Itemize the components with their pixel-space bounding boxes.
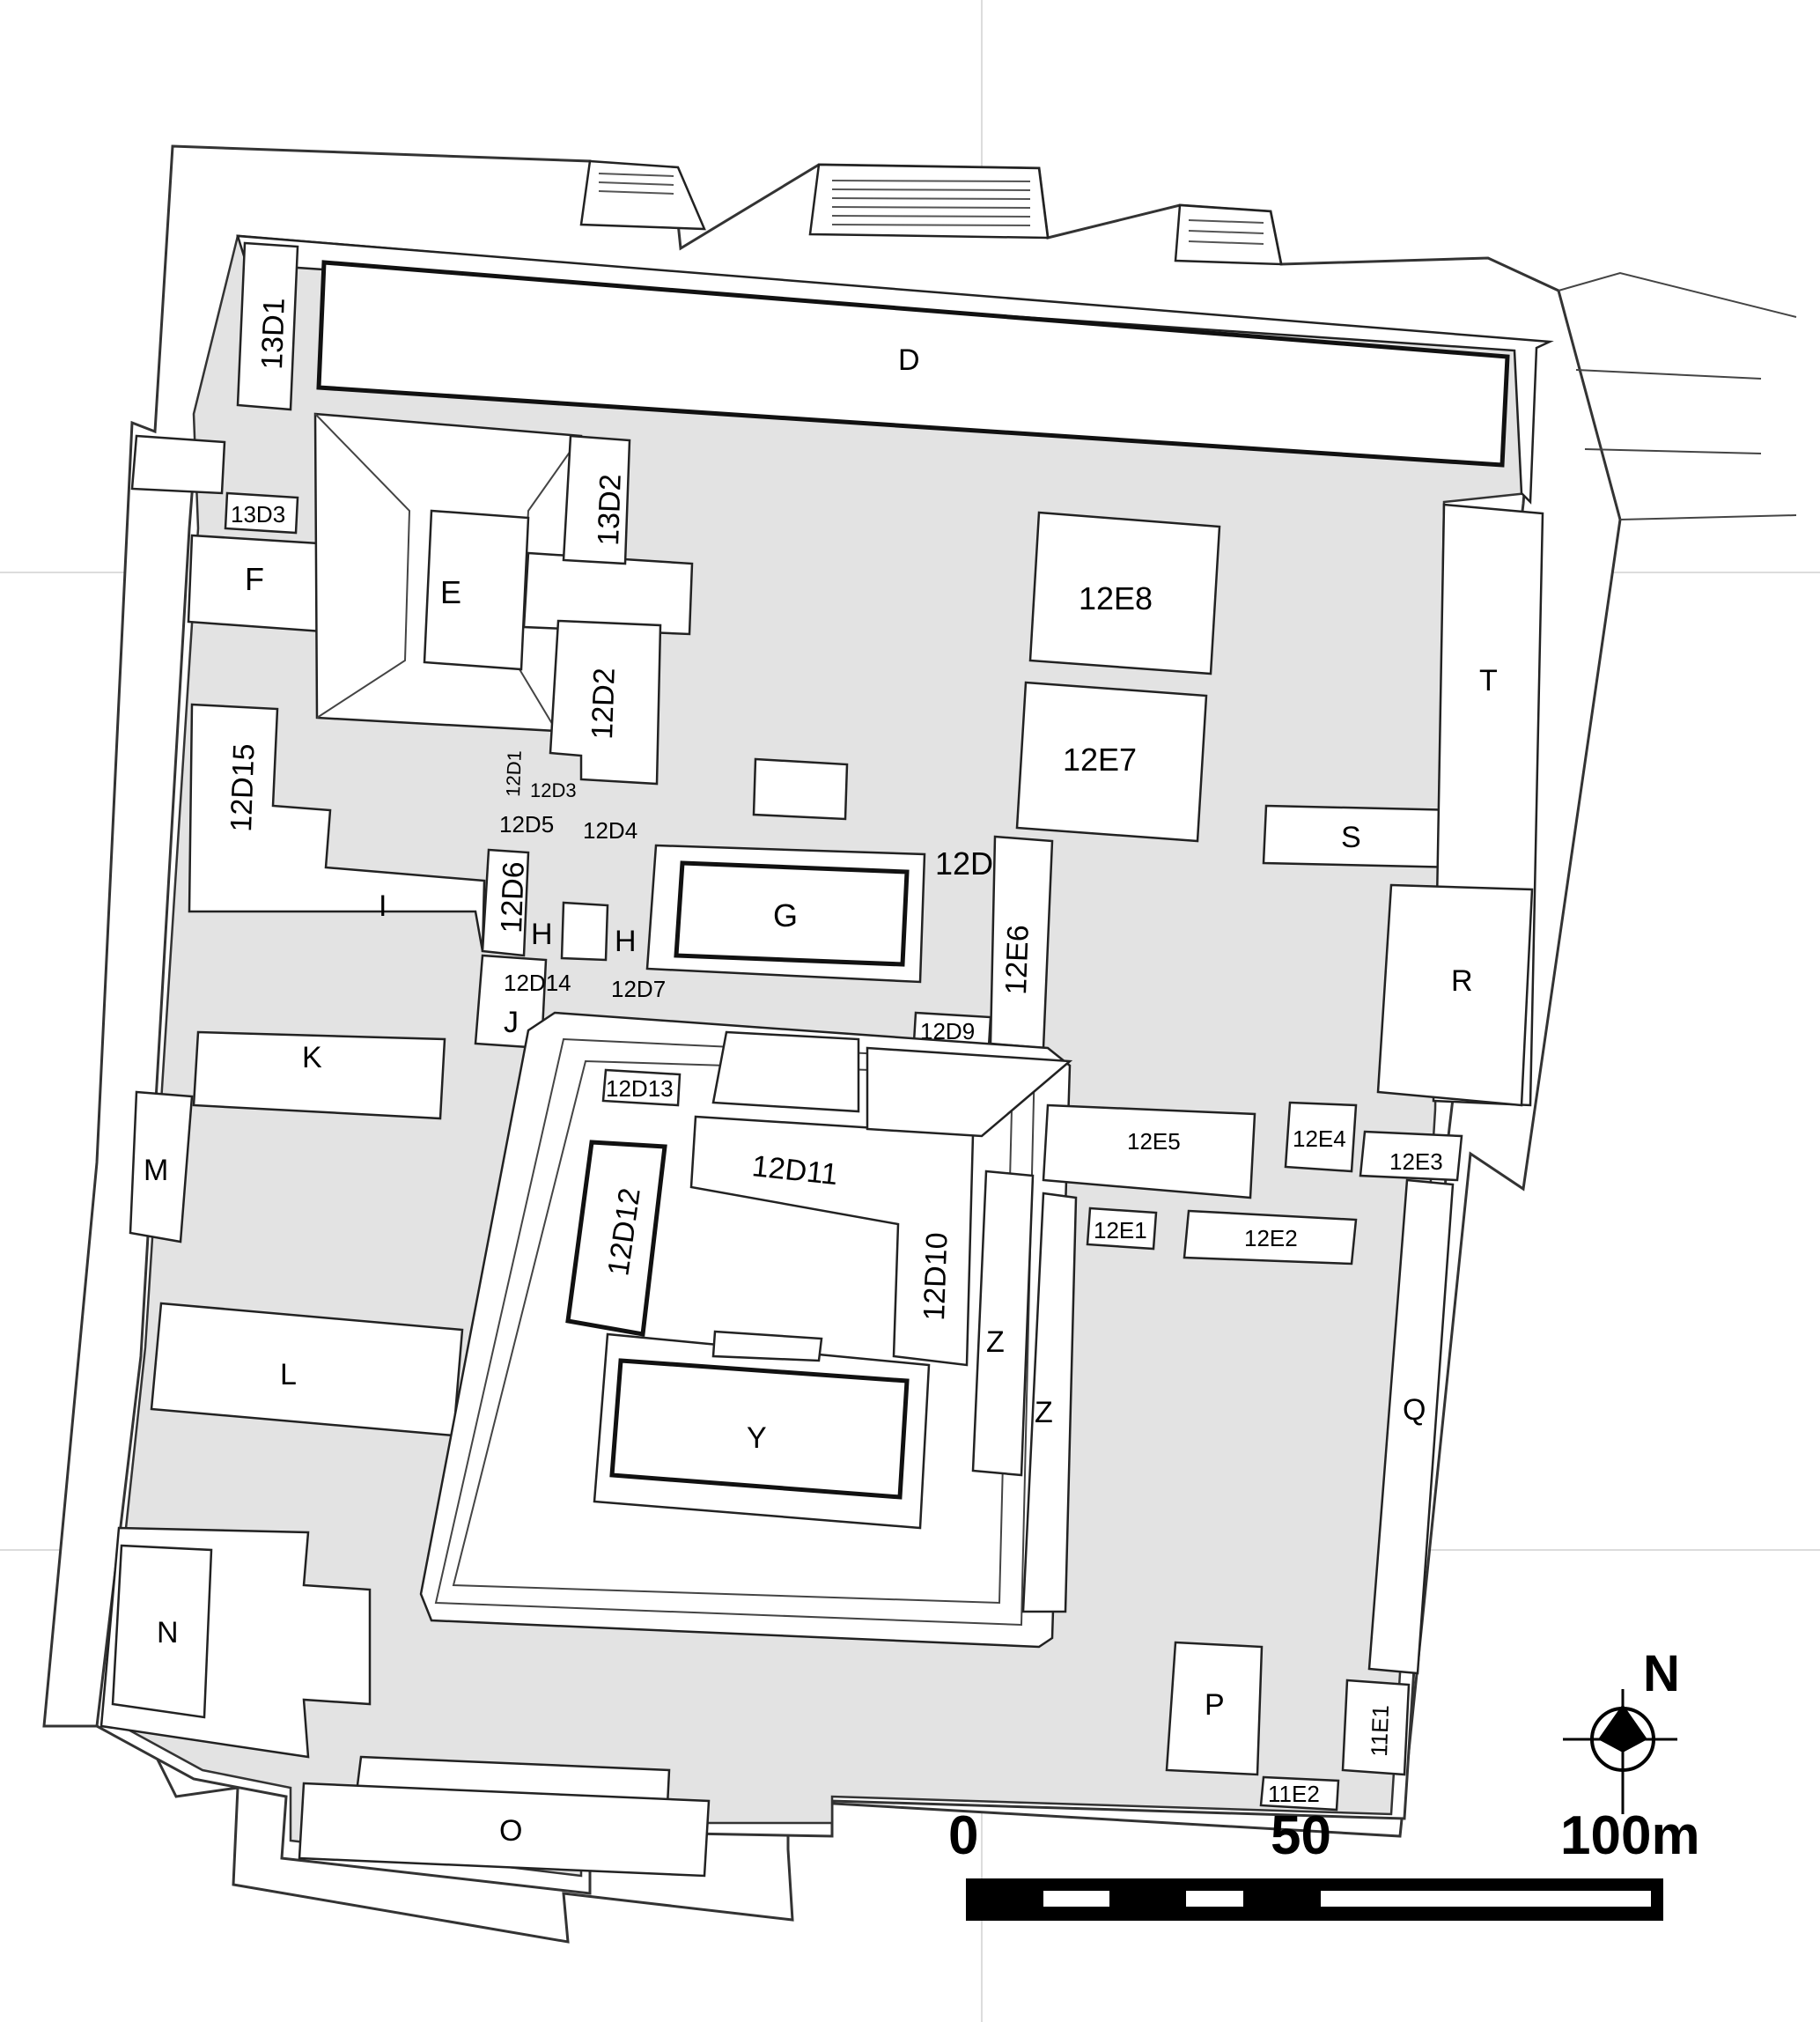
label-12D13: 12D13 — [606, 1075, 674, 1102]
label-12D15: 12D15 — [225, 743, 261, 832]
structure-12D13 — [601, 1068, 682, 1107]
label-12D14: 12D14 — [504, 970, 571, 996]
structure-13D3 — [224, 491, 299, 535]
label-12D5: 12D5 — [499, 811, 554, 838]
label-12E3: 12E3 — [1389, 1148, 1443, 1175]
label-13D2: 13D2 — [592, 474, 628, 547]
structure-11E1 — [1341, 1679, 1411, 1776]
label-12D3: 12D3 — [530, 779, 577, 801]
label-12D2: 12D2 — [586, 668, 622, 741]
label-H-1: H — [531, 918, 553, 951]
north-gates — [579, 159, 1283, 266]
label-Z-1: Z — [986, 1325, 1005, 1359]
label-12D1: 12D1 — [502, 750, 526, 797]
structure-13D2 — [562, 434, 631, 565]
label-12D10: 12D10 — [917, 1232, 954, 1321]
structure-S — [1262, 804, 1463, 869]
structure-E-top — [423, 509, 530, 671]
stair-12D11 — [711, 1030, 860, 1113]
label-13D3: 13D3 — [231, 501, 285, 528]
structure-12D11-roof — [866, 1046, 1073, 1138]
label-11E2: 11E2 — [1268, 1781, 1320, 1807]
label-I: I — [379, 889, 387, 923]
structure-P — [1165, 1641, 1264, 1776]
structure-Z-2 — [1021, 1192, 1078, 1613]
structure-12E7 — [1015, 681, 1208, 843]
label-K: K — [302, 1041, 322, 1074]
structure-D — [316, 260, 1510, 468]
structure-Q — [1367, 1178, 1455, 1675]
label-12E5: 12E5 — [1127, 1128, 1181, 1155]
label-H-2: H — [615, 925, 637, 958]
structure-R — [1376, 883, 1534, 1107]
structure-13D1 — [236, 241, 299, 411]
stair-G — [752, 757, 849, 821]
scale-tick-50: 50 — [1271, 1805, 1331, 1866]
structure-M — [129, 1090, 194, 1243]
label-13D1: 13D1 — [255, 298, 291, 371]
scale-tick-100: 100m — [1560, 1805, 1700, 1866]
stair-E — [522, 551, 694, 636]
structure-Z-1 — [971, 1170, 1035, 1477]
label-J: J — [504, 1006, 519, 1039]
structure-G — [674, 860, 910, 967]
structure-K — [192, 1030, 446, 1120]
label-11E1: 11E1 — [1366, 1704, 1394, 1757]
label-12E1: 12E1 — [1094, 1217, 1147, 1243]
label-Y: Y — [747, 1421, 767, 1455]
label-12D6: 12D6 — [495, 861, 531, 934]
label-O: O — [499, 1814, 522, 1848]
structure-12E3 — [1359, 1130, 1463, 1182]
label-E: E — [440, 574, 461, 610]
stair-13D3 — [130, 434, 226, 495]
label-Z-2: Z — [1035, 1396, 1053, 1429]
structure-H-block — [560, 901, 609, 962]
label-Q: Q — [1403, 1393, 1426, 1427]
label-12E6: 12E6 — [999, 925, 1035, 996]
structure-12D6 — [481, 848, 530, 957]
structure-12E2 — [1183, 1209, 1358, 1266]
structure-12D2 — [549, 619, 662, 786]
structure-12E5 — [1042, 1103, 1256, 1199]
label-L: L — [280, 1358, 297, 1391]
structure-12E1 — [1086, 1207, 1158, 1251]
scale-tick-0: 0 — [948, 1805, 978, 1866]
label-R: R — [1451, 964, 1473, 998]
label-P: P — [1205, 1688, 1225, 1722]
label-12D4: 12D4 — [583, 817, 637, 844]
structure-12E8 — [1028, 511, 1221, 675]
structure-12D15 — [188, 703, 486, 952]
label-D: D — [898, 343, 920, 377]
label-12E7: 12E7 — [1063, 742, 1137, 778]
label-12D7: 12D7 — [611, 976, 666, 1002]
label-T: T — [1479, 664, 1498, 697]
structure-Y-step — [711, 1330, 823, 1362]
structure-12D12 — [565, 1140, 667, 1337]
label-N: N — [157, 1616, 179, 1649]
structure-11E2 — [1259, 1775, 1340, 1812]
structure-12E4 — [1284, 1101, 1358, 1173]
label-M: M — [144, 1154, 168, 1187]
structure-O — [298, 1782, 711, 1878]
scale-bar — [966, 1878, 1663, 1921]
structure-Y — [609, 1358, 910, 1500]
label-F: F — [245, 561, 264, 597]
label-12E4: 12E4 — [1293, 1125, 1346, 1152]
north-label: N — [1643, 1645, 1680, 1702]
structure-N — [111, 1544, 213, 1719]
label-12E2: 12E2 — [1244, 1225, 1298, 1251]
label-S: S — [1341, 821, 1361, 854]
east-entrance-lines — [1558, 271, 1797, 520]
label-12E8: 12E8 — [1079, 580, 1153, 616]
north-arrow-icon — [1563, 1689, 1677, 1814]
label-G: G — [773, 897, 798, 934]
